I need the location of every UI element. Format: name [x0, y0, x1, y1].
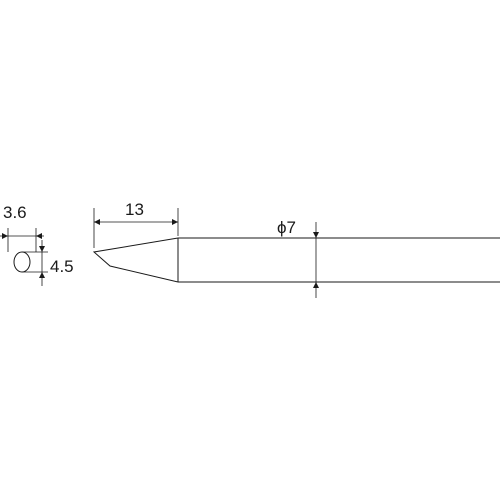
label-tip-width: 3.6	[3, 203, 27, 222]
tip-cross-section	[13, 251, 31, 273]
label-shank-diameter: ϕ7	[277, 218, 296, 237]
tip-side-view: 13 ϕ7	[92, 200, 500, 298]
arrow-13-right	[172, 219, 178, 225]
tip-end-view: 3.6 4.5	[0, 203, 74, 286]
arrow-4-5-top	[39, 246, 45, 252]
tip-taper-outline	[92, 237, 179, 283]
label-tip-thickness: 4.5	[50, 257, 74, 276]
label-taper-length: 13	[125, 200, 144, 219]
arrow-13-left	[94, 219, 100, 225]
arrow-phi7-bottom	[313, 282, 319, 288]
arrow-4-5-bottom	[39, 272, 45, 278]
arrow-3-6-right	[36, 233, 42, 239]
arrow-3-6-left	[2, 233, 8, 239]
arrow-phi7-top	[313, 232, 319, 238]
